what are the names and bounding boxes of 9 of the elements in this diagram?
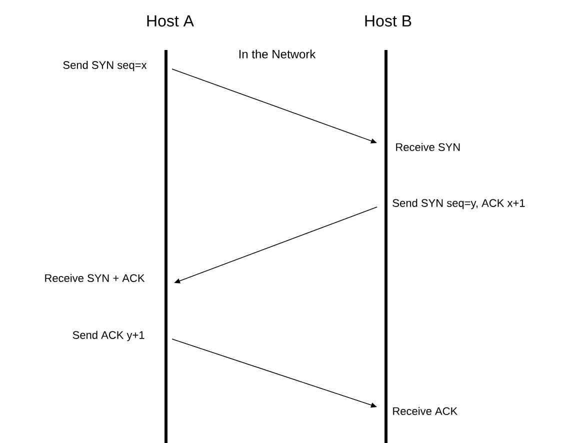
event-label: Receive SYN	[396, 142, 460, 152]
event-label: Receive ACK	[393, 406, 458, 416]
event-label: Send SYN seq=x	[63, 60, 147, 72]
event-label: Receive SYN + ACK	[45, 274, 145, 282]
event-label: Send SYN seq=y, ACK x+1	[392, 198, 525, 210]
host-label: Host B	[365, 15, 412, 27]
host-label: Host A	[147, 15, 194, 27]
region-label: In the Network	[239, 50, 316, 58]
event-label: Send ACK y+1	[72, 330, 144, 342]
